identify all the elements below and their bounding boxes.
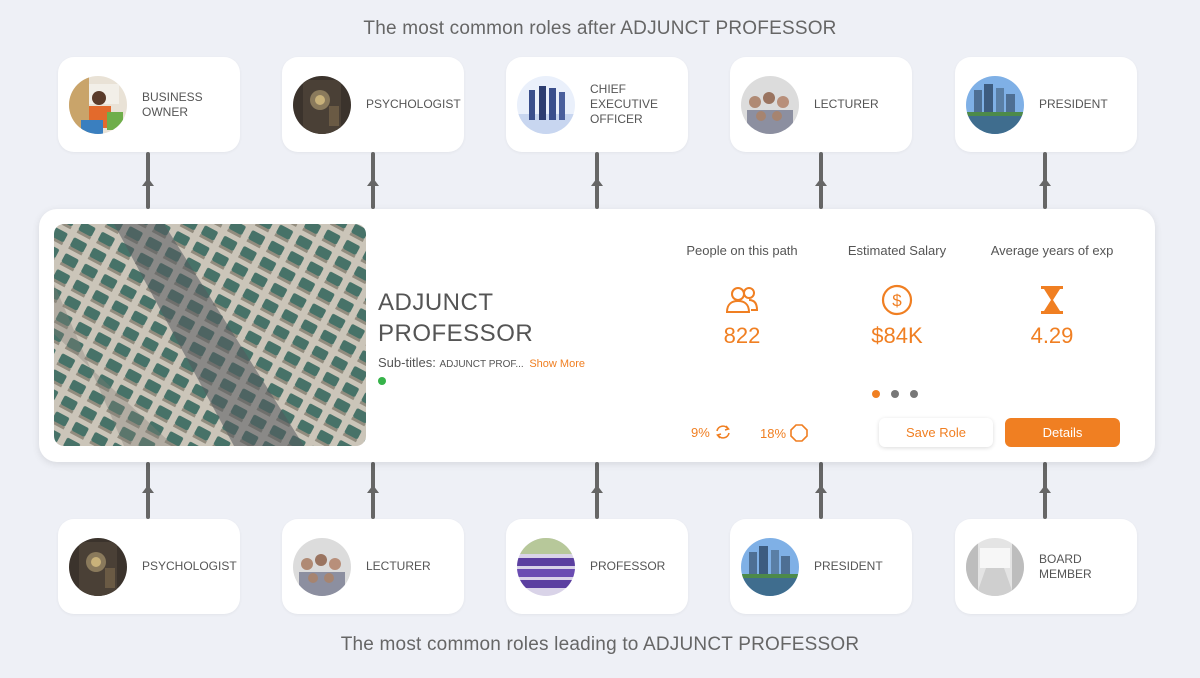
role-thumbnail [517,537,575,596]
refresh-icon [715,425,730,439]
role-card-after-business-owner[interactable]: BUSINESS OWNER [58,57,240,152]
role-label: PROFESSOR [590,559,666,573]
role-thumbnail [293,537,351,596]
arrow-up-icon [815,485,827,493]
role-label: PRESIDENT [1039,97,1108,111]
role-label: PRESIDENT [814,559,883,573]
subtitles-label: Sub-titles: [378,355,436,370]
stat-value: $84K [871,323,923,348]
current-role-card: ADJUNCT PROFESSOR Sub-titles: ADJUNCT PR… [39,209,1155,462]
carousel-dot-1[interactable] [872,390,880,398]
role-thumbnail [69,75,127,134]
dollar-circle-icon: $ [817,283,977,317]
role-label: CHIEF EXECUTIVE OFFICER [590,82,659,126]
arrow-up-icon [367,178,379,186]
role-card-before-psychologist[interactable]: PSYCHOLOGIST [58,519,240,614]
stat-label: People on this path [686,243,798,258]
stat-value: 822 [723,323,761,348]
role-thumbnail [741,75,799,134]
mini-stat-transition: 9% [691,424,732,440]
mini-stat-other: 18% [760,424,808,442]
subtitles: Sub-titles: ADJUNCT PROF... Show More [378,355,585,370]
role-thumbnail [741,537,799,596]
role-card-after-president[interactable]: PRESIDENT [955,57,1137,152]
role-thumbnail [517,75,575,134]
role-label: LECTURER [366,559,431,573]
role-card-after-lecturer[interactable]: LECTURER [730,57,912,152]
subtitles-value: ADJUNCT PROF... [439,359,524,370]
role-label: LECTURER [814,97,879,111]
role-card-before-board-member[interactable]: BOARD MEMBER [955,519,1137,614]
role-hero-image [54,224,366,446]
carousel-dot-2[interactable] [891,390,899,398]
role-card-before-lecturer[interactable]: LECTURER [282,519,464,614]
stat-label: Average years of exp [990,243,1114,258]
bottom-heading: The most common roles leading to ADJUNCT… [340,634,860,655]
people-icon [662,283,822,317]
mini-stat-value: 18% [760,425,787,441]
role-thumbnail [69,537,127,596]
save-role-button[interactable]: Save Role [879,418,993,447]
role-thumbnail [966,537,1024,596]
arrow-up-icon [142,178,154,186]
role-card-before-president[interactable]: PRESIDENT [730,519,912,614]
stat-label: Estimated Salary [847,243,947,258]
status-indicator [378,377,386,385]
hourglass-icon [972,283,1132,317]
role-card-before-professor[interactable]: PROFESSOR [506,519,688,614]
stat-experience: Average years of exp 4.29 [972,243,1132,349]
arrow-up-icon [815,178,827,186]
role-label: PSYCHOLOGIST [142,559,237,573]
arrow-up-icon [142,485,154,493]
mini-stat-value: 9% [691,424,710,440]
arrow-up-icon [367,485,379,493]
stat-value: 4.29 [1030,323,1074,348]
arrow-up-icon [1039,485,1051,493]
arrow-up-icon [1039,178,1051,186]
top-heading: The most common roles after ADJUNCT PROF… [363,18,837,39]
show-more-link[interactable]: Show More [529,358,585,370]
details-button[interactable]: Details [1005,418,1120,447]
role-label: BOARD MEMBER [1039,551,1092,581]
arrow-up-icon [591,178,603,186]
stat-salary: Estimated Salary $ $84K [817,243,977,349]
carousel-dot-3[interactable] [910,390,918,398]
svg-text:$: $ [892,291,902,310]
arrow-up-icon [591,485,603,493]
role-label: BUSINESS OWNER [142,89,203,119]
octagon-icon [790,424,808,442]
role-card-after-chief-executive-officer[interactable]: CHIEF EXECUTIVE OFFICER [506,57,688,152]
role-thumbnail [966,75,1024,134]
role-label: PSYCHOLOGIST [366,97,461,111]
role-card-after-psychologist[interactable]: PSYCHOLOGIST [282,57,464,152]
role-thumbnail [293,75,351,134]
stat-people: People on this path 822 [662,243,822,349]
role-title: ADJUNCT PROFESSOR [378,289,534,347]
